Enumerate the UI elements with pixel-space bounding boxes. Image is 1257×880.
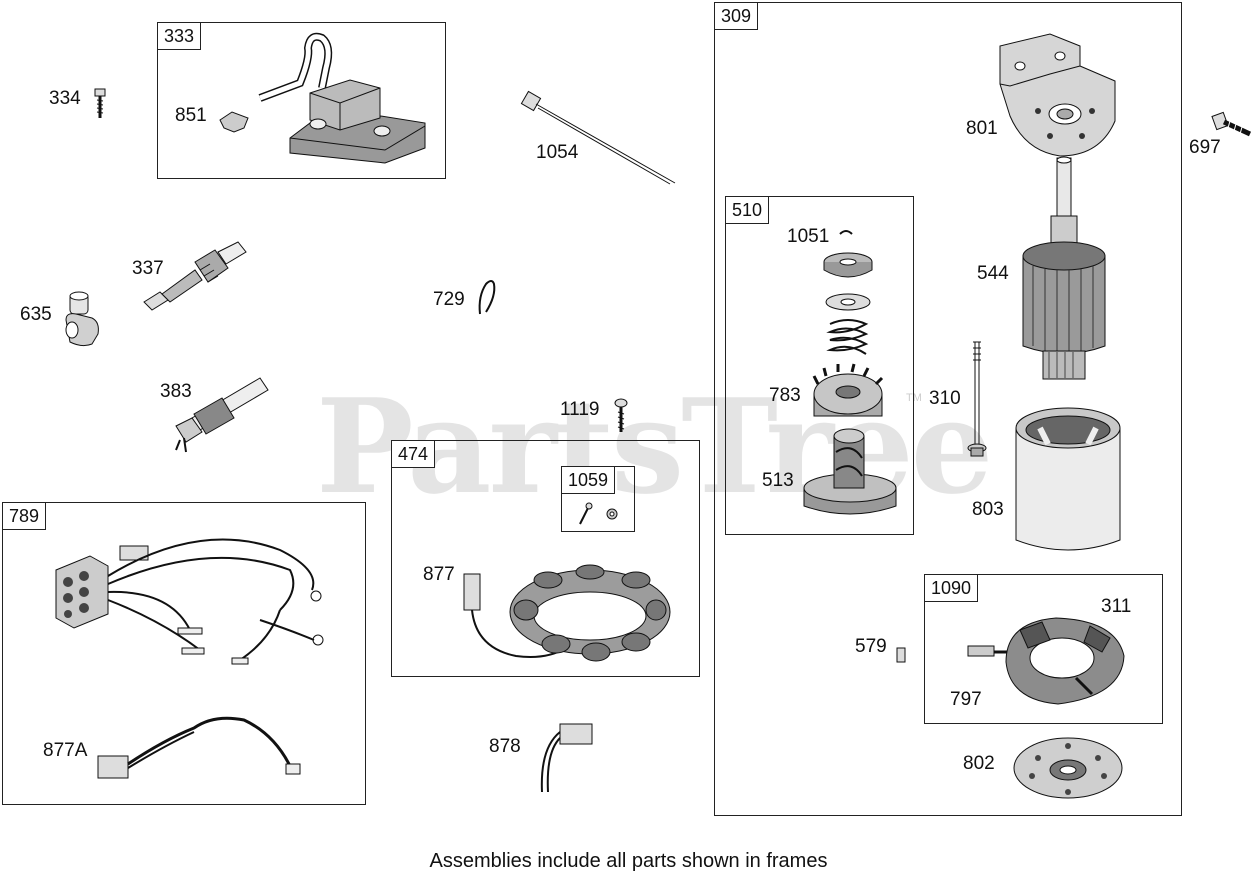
armature-544-illustration bbox=[1015, 156, 1115, 386]
mounting-bracket-801-illustration bbox=[990, 26, 1125, 161]
label-635: 635 bbox=[20, 304, 52, 325]
clip-579-illustration bbox=[895, 646, 907, 664]
frame-label-510: 510 bbox=[726, 197, 770, 224]
wire-lead-878-illustration bbox=[520, 718, 600, 798]
screw-697-illustration bbox=[1212, 110, 1252, 138]
frame-309: 309 bbox=[714, 2, 1182, 816]
stator-877-illustration bbox=[456, 552, 672, 670]
brush-holder-311-illustration bbox=[966, 612, 1132, 712]
label-797: 797 bbox=[950, 689, 982, 710]
frame-label-1059: 1059 bbox=[562, 467, 616, 494]
frame-label-1090: 1090 bbox=[925, 575, 979, 602]
label-311: 311 bbox=[1101, 596, 1132, 617]
label-802: 802 bbox=[963, 753, 995, 774]
label-544: 544 bbox=[977, 263, 1009, 284]
frame-1059: 1059 bbox=[561, 466, 635, 532]
frame-label-333: 333 bbox=[158, 23, 202, 50]
fuel-fitting-635-illustration bbox=[62, 290, 102, 348]
label-337: 337 bbox=[132, 258, 164, 279]
label-1054: 1054 bbox=[536, 142, 579, 163]
label-697: 697 bbox=[1189, 137, 1221, 158]
cable-tie-1054-illustration bbox=[520, 88, 680, 188]
wire-lead-877A-illustration bbox=[94, 710, 304, 784]
housing-803-illustration bbox=[1012, 404, 1124, 556]
frame-789: 789 bbox=[2, 502, 366, 805]
clip-729-illustration bbox=[476, 276, 500, 316]
frame-510: 510 bbox=[725, 196, 914, 535]
label-877: 877 bbox=[423, 564, 455, 585]
spark-plug-337-illustration bbox=[140, 240, 250, 315]
label-513: 513 bbox=[762, 470, 794, 491]
label-783: 783 bbox=[769, 385, 801, 406]
label-803: 803 bbox=[972, 499, 1004, 520]
label-878: 878 bbox=[489, 736, 521, 757]
label-1051: 1051 bbox=[787, 226, 830, 247]
label-334: 334 bbox=[49, 88, 81, 109]
fuel-filter-383-illustration bbox=[172, 370, 272, 455]
frame-474: 474 bbox=[391, 440, 700, 677]
hardware-1059-illustration bbox=[576, 500, 622, 528]
caption: Assemblies include all parts shown in fr… bbox=[429, 850, 828, 872]
bolt-310-illustration bbox=[964, 336, 990, 460]
label-383: 383 bbox=[160, 381, 192, 402]
end-cap-802-illustration bbox=[1010, 734, 1126, 802]
label-310: 310 bbox=[929, 388, 961, 409]
screw-1119-illustration bbox=[614, 398, 628, 434]
label-579: 579 bbox=[855, 636, 887, 657]
label-801: 801 bbox=[966, 118, 998, 139]
ignition-armature-851-illustration bbox=[210, 28, 435, 168]
frame-1090: 1090 bbox=[924, 574, 1163, 724]
frame-333: 333 bbox=[157, 22, 446, 179]
frame-label-789: 789 bbox=[3, 503, 47, 530]
frame-label-309: 309 bbox=[715, 3, 759, 30]
screw-334-illustration bbox=[92, 88, 108, 120]
starter-drive-parts-510-illustration bbox=[800, 226, 910, 521]
label-851: 851 bbox=[175, 105, 207, 126]
label-729: 729 bbox=[433, 289, 465, 310]
label-1119: 1119 bbox=[560, 399, 600, 420]
label-877A: 877A bbox=[43, 740, 88, 761]
wiring-harness-789-illustration bbox=[50, 530, 330, 680]
frame-label-474: 474 bbox=[392, 441, 436, 468]
